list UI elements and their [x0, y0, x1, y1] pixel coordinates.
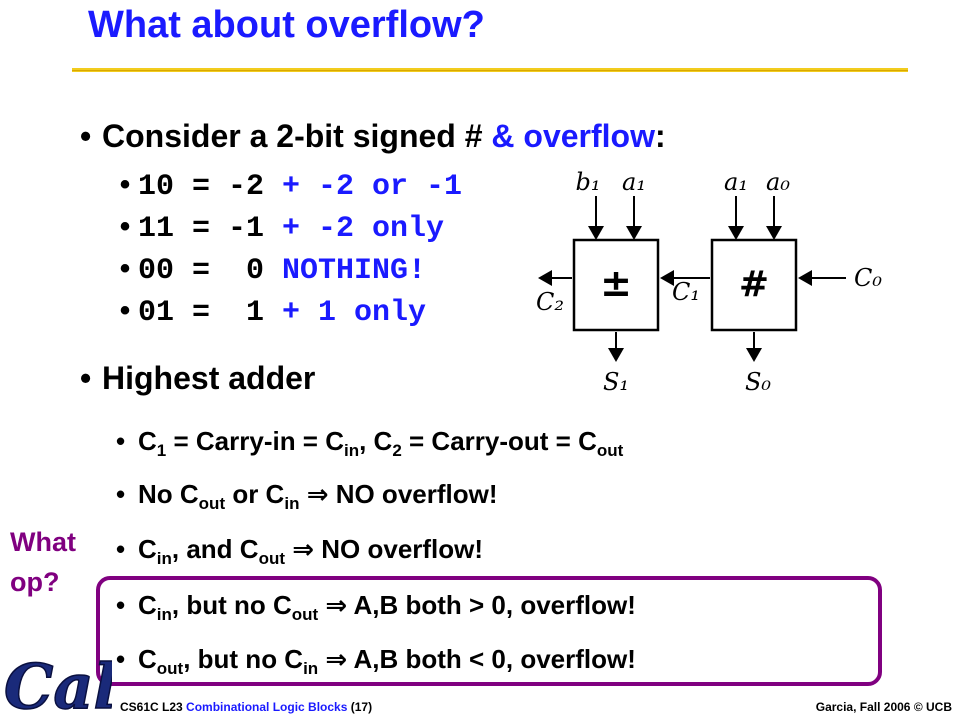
case-row: •10 = -2 + -2 or -1: [116, 170, 462, 204]
subscript: in: [284, 494, 300, 513]
case-text: C: [138, 590, 157, 620]
input-label: a₁: [724, 168, 748, 196]
bullet-highest-adder: • Highest adder: [80, 360, 315, 397]
case-lhs: 01 = 1: [138, 296, 283, 330]
case-result: A,B both > 0, overflow!: [347, 590, 636, 620]
case-row: •11 = -1 + -2 only: [116, 212, 444, 246]
left-block-label: ±: [600, 261, 632, 305]
bullet-consider: • Consider a 2-bit signed # & overflow:: [80, 118, 666, 155]
case-text: No C: [138, 479, 199, 509]
footer-course: CS61C L23: [120, 700, 187, 714]
subscript: in: [303, 659, 319, 678]
both-carry-case: • Cin, and Cout ⇒ NO overflow!: [116, 534, 484, 568]
bullet-dot: •: [80, 360, 92, 396]
case-lhs: 10 = -2: [138, 170, 283, 204]
subscript: in: [156, 549, 172, 568]
case-row: •00 = 0 NOTHING!: [116, 254, 426, 288]
bullet-dot: •: [116, 590, 126, 620]
case-rhs: + 1 only: [282, 296, 427, 330]
bullet-consider-text: Consider a 2-bit signed #: [102, 118, 492, 154]
carry-out-text: = Carry-out = C: [401, 426, 597, 456]
input-label: a₁: [622, 168, 646, 196]
case-text: , and C: [171, 534, 259, 564]
footer-topic: Combinational Logic Blocks: [186, 700, 348, 714]
case-row: •01 = 1 + 1 only: [116, 296, 426, 330]
bullet-dot: •: [116, 296, 135, 330]
right-adder-block: [710, 238, 798, 332]
implies-arrow-icon: ⇒: [325, 591, 348, 621]
side-note-line1: What: [10, 527, 76, 557]
bullet-dot: •: [116, 212, 135, 246]
bullet-dot: •: [116, 534, 126, 564]
bullet-dot: •: [116, 170, 135, 204]
case-result: NO overflow!: [314, 534, 484, 564]
subscript: in: [156, 605, 172, 624]
case-result: A,B both < 0, overflow!: [347, 644, 636, 674]
subscript: out: [156, 659, 184, 678]
cout-only-case: • Cout, but no Cin ⇒ A,B both < 0, overfl…: [116, 644, 636, 678]
case-text: , but no C: [171, 590, 292, 620]
subscript: out: [258, 549, 285, 568]
bullet-dot: •: [116, 644, 126, 674]
cin-only-case: • Cin, but no Cout ⇒ A,B both > 0, overfl…: [116, 590, 636, 624]
bullet-dot: •: [80, 118, 92, 154]
side-note-line2: op?: [10, 567, 60, 597]
cal-logo-text: Cal: [4, 650, 112, 720]
bullet-highest-text: Highest adder: [102, 360, 316, 396]
slide-title: What about overflow?: [88, 4, 485, 46]
case-rhs: + -2 or -1: [282, 170, 463, 204]
carry-definition: • C1 = Carry-in = Cin, C2 = Carry-out = C…: [116, 426, 624, 460]
footer-course-info: CS61C L23 Combinational Logic Blocks (17…: [120, 700, 372, 714]
bullet-dot: •: [116, 254, 135, 288]
footer-credit: Garcia, Fall 2006 © UCB: [815, 700, 952, 714]
c1-label: C: [138, 426, 157, 456]
carry-in-text: = Carry-in = C: [166, 426, 344, 456]
c2-subscript: 2: [392, 441, 402, 460]
input-label: b₁: [576, 168, 601, 196]
case-text: or C: [225, 479, 285, 509]
output-label: S₀: [745, 368, 771, 396]
carry-in-label: C₀: [854, 264, 882, 292]
bullet-consider-end: :: [654, 118, 666, 154]
input-label: a₀: [766, 168, 790, 196]
carry-out-label: C₂: [536, 288, 564, 316]
case-rhs: NOTHING!: [282, 254, 427, 288]
bullet-dot: •: [116, 479, 126, 509]
title-underline-shadow: [72, 70, 908, 71]
output-label: S₁: [603, 368, 629, 396]
bullet-dot: •: [116, 426, 126, 456]
implies-arrow-icon: ⇒: [292, 535, 315, 565]
subscript: out: [291, 605, 319, 624]
case-text: C: [138, 644, 157, 674]
adder-diagram: ± # b₁ a₁ a₁ a₀ C₀ C₁ C₂ S₁ S₀: [536, 168, 882, 396]
in-subscript: in: [343, 441, 360, 460]
c1-subscript: 1: [156, 441, 167, 460]
overflow-highlight-box: [96, 576, 882, 686]
case-lhs: 00 = 0: [138, 254, 283, 288]
no-carry-case: • No Cout or Cin ⇒ NO overflow!: [116, 479, 498, 513]
implies-arrow-icon: ⇒: [325, 645, 348, 675]
case-lhs: 11 = -1: [138, 212, 283, 246]
right-block-label: #: [739, 264, 769, 305]
case-result: NO overflow!: [328, 479, 498, 509]
subscript: out: [198, 494, 226, 513]
left-adder-block: [572, 238, 660, 332]
side-note: What op?: [10, 522, 76, 602]
case-text: , but no C: [183, 644, 304, 674]
out-subscript: out: [596, 441, 624, 460]
c2-label: , C: [359, 426, 393, 456]
case-rhs: + -2 only: [282, 212, 445, 246]
cal-logo: Cal: [3, 649, 112, 720]
bullet-consider-highlight: & overflow: [491, 118, 655, 154]
implies-arrow-icon: ⇒: [306, 480, 329, 510]
footer-page: (17): [347, 700, 373, 714]
case-text: C: [138, 534, 157, 564]
carry-mid-label: C₁: [672, 278, 700, 306]
